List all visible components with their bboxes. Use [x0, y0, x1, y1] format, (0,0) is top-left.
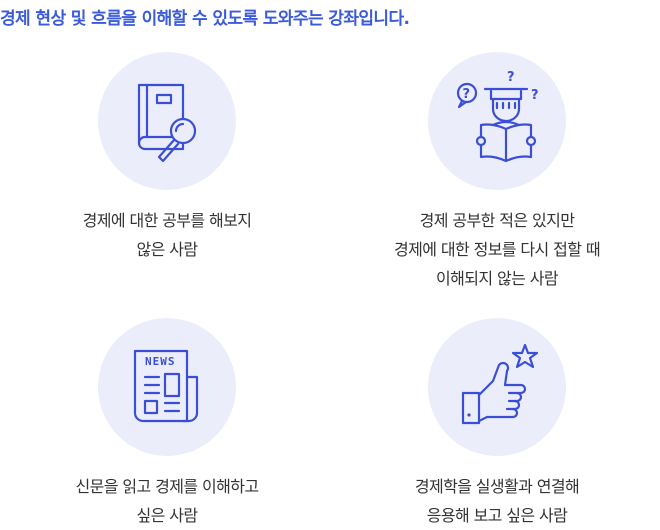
icon-circle: NEWS: [98, 318, 236, 456]
icon-circle: [428, 318, 566, 456]
caption-line: 신문을 읽고 경제를 이해하고: [75, 477, 260, 496]
news-label: NEWS: [145, 355, 176, 368]
caption-line: 않은 사람: [136, 240, 199, 259]
caption-line: 응용해 보고 싶은 사람: [426, 506, 568, 525]
card-caption: 신문을 읽고 경제를 이해하고 싶은 사람: [7, 472, 327, 530]
thumbs-up-star-icon: [461, 343, 539, 425]
card-caption: 경제학을 실생활과 연결해 응용해 보고 싶은 사람: [337, 472, 657, 530]
card-caption: 경제에 대한 공부를 해보지 않은 사람: [7, 206, 327, 264]
audience-card-3: NEWS 신문을 읽고 경제를 이해하고 싶은 사람: [7, 318, 327, 530]
book-magnifier-icon: [137, 83, 197, 163]
newspaper-icon: NEWS: [133, 349, 199, 423]
card-caption: 경제 공부한 적은 있지만 경제에 대한 정보를 다시 접할 때 이해되지 않는…: [337, 206, 657, 293]
audience-card-1: 경제에 대한 공부를 해보지 않은 사람: [7, 52, 327, 264]
caption-line: 싶은 사람: [136, 506, 199, 525]
icon-circle: [98, 52, 236, 190]
audience-card-2: ? ? ? 경제 공부한 적은 있지만 경제에 대한 정보를 다시 접할 때 이…: [337, 52, 657, 293]
caption-line: 경제학을 실생활과 연결해: [414, 477, 580, 496]
question-mark: ?: [507, 70, 515, 85]
page-headline: 경제 현상 및 흐름을 이해할 수 있도록 도와주는 강좌입니다.: [0, 9, 410, 29]
caption-line: 경제 공부한 적은 있지만: [419, 211, 575, 230]
caption-line: 이해되지 않는 사람: [436, 269, 559, 288]
caption-line: 경제에 대한 공부를 해보지: [82, 211, 252, 230]
caption-line: 경제에 대한 정보를 다시 접할 때: [394, 240, 601, 259]
confused-reader-icon: ? ? ?: [456, 70, 539, 163]
question-mark: ?: [463, 87, 471, 102]
audience-card-4: 경제학을 실생활과 연결해 응용해 보고 싶은 사람: [337, 318, 657, 530]
icon-circle: ? ? ?: [428, 52, 566, 190]
question-mark: ?: [531, 88, 539, 103]
